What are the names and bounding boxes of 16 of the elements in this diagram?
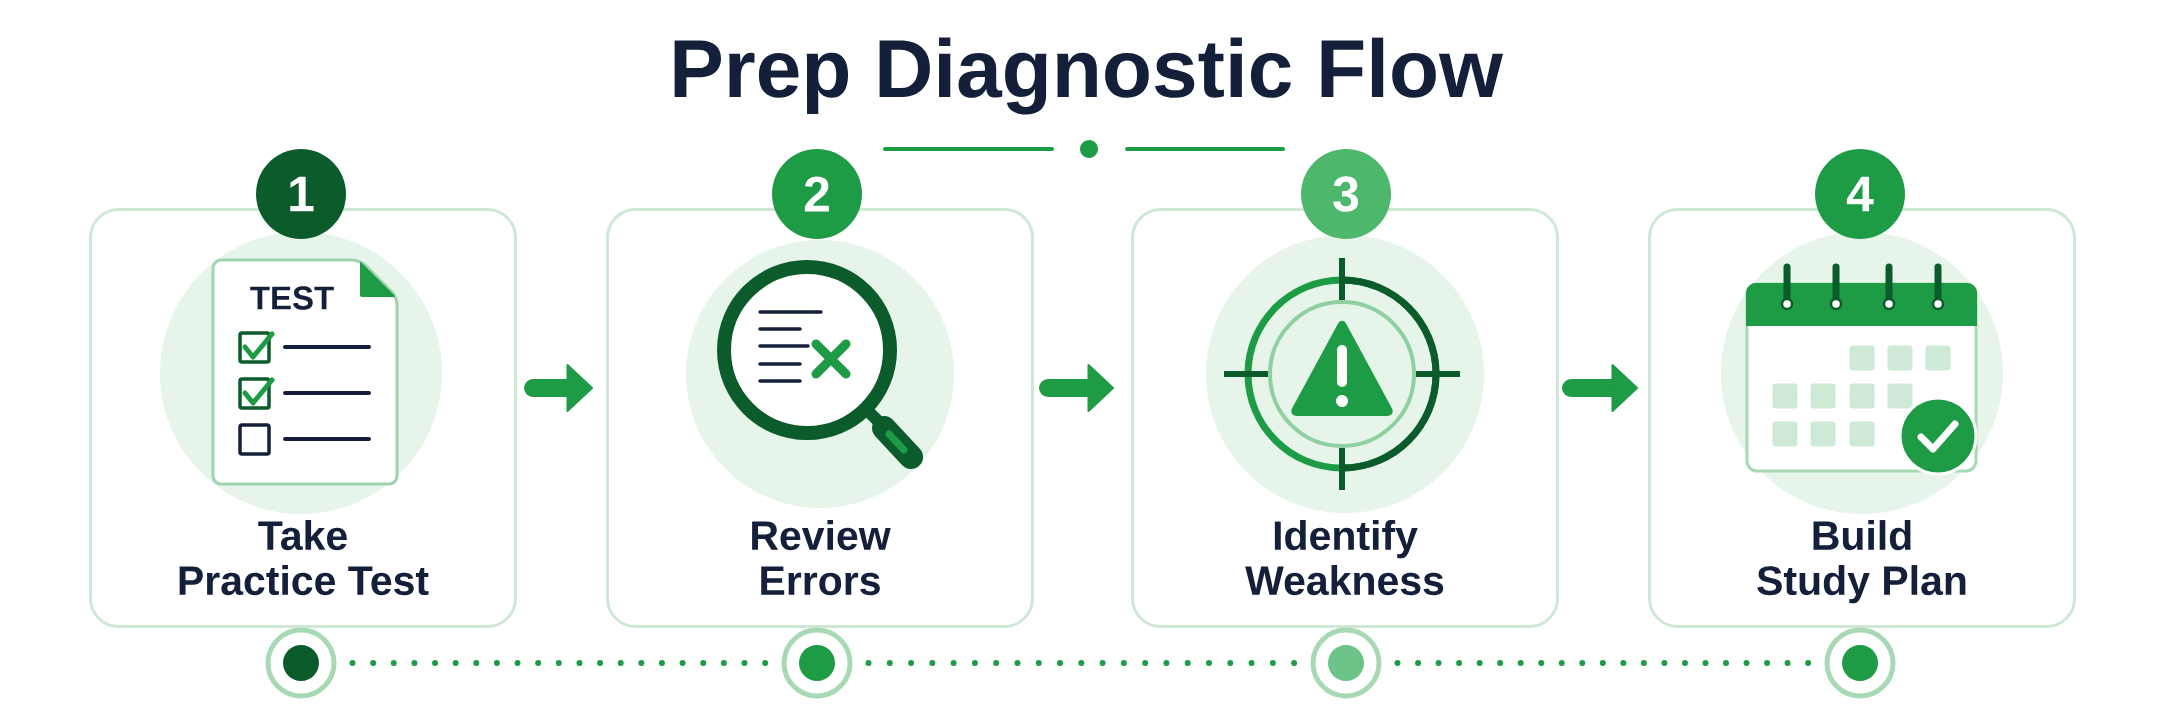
arrow [1039,364,1114,412]
arrow [1562,364,1638,412]
timeline-dot [265,627,337,699]
timeline-dot [1310,627,1382,699]
timeline-dot [1824,627,1896,699]
number-badge: 2 [772,149,862,239]
dotted-line [1394,660,1812,666]
arrow [524,364,593,412]
number-badge: 1 [256,149,346,239]
number-badge: 4 [1815,149,1905,239]
timeline-dot [781,627,853,699]
title: Prep Diagnostic Flow [674,37,1504,115]
dotted-line [865,660,1298,666]
sheet-heading: TEST [250,286,334,310]
number-badge: 3 [1301,149,1391,239]
dotted-line [349,660,769,666]
